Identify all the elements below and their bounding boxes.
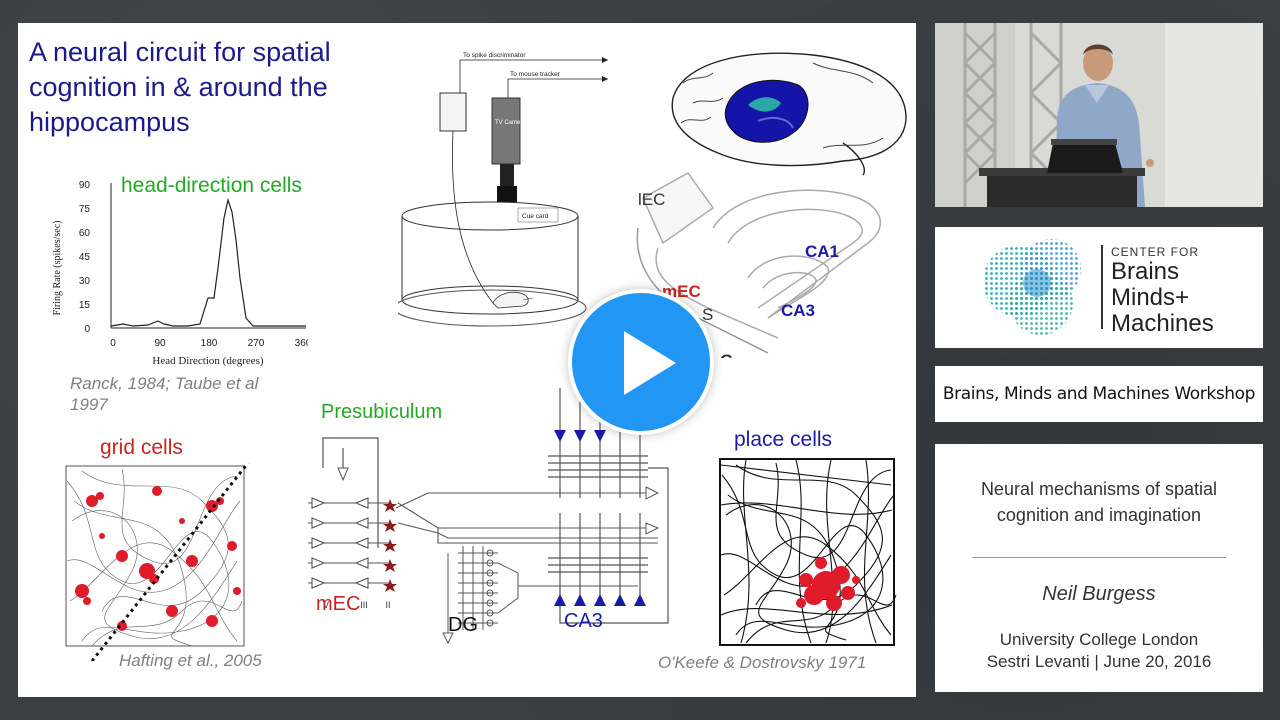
hd-xlabel: Head Direction (degrees) bbox=[152, 355, 264, 367]
cbmm-logo-panel: CENTER FOR Brains Minds+ Machines bbox=[935, 227, 1263, 348]
layer-label: II bbox=[385, 600, 390, 610]
citation-hafting: Hafting et al., 2005 bbox=[119, 651, 262, 670]
head-direction-label: head-direction cells bbox=[121, 174, 302, 197]
talk-title: Neural mechanisms of spatial cognition a… bbox=[935, 476, 1263, 528]
slide-title: A neural circuit for spatial cognition i… bbox=[29, 37, 331, 137]
hd-ytick: 60 bbox=[79, 228, 91, 239]
talk-title-line-1: Neural mechanisms of spatial bbox=[980, 479, 1218, 499]
brand-line-2: Brains bbox=[1111, 258, 1180, 285]
brand-line-4: Machines bbox=[1111, 310, 1214, 337]
presubiculum-label: Presubiculum bbox=[321, 401, 443, 423]
hd-ytick: 15 bbox=[79, 300, 91, 311]
head-direction-plot: Firing Rate (spikes/sec) 90 75 60 45 30 … bbox=[52, 180, 308, 367]
hd-ylabel: Firing Rate (spikes/sec) bbox=[52, 221, 63, 316]
ca1-label: CA1 bbox=[805, 242, 839, 261]
mouse-tracker-label: To mouse tracker bbox=[510, 71, 561, 78]
subiculum-label: S bbox=[702, 305, 713, 324]
brain-illustration bbox=[671, 52, 907, 176]
affiliation: University College London Sestri Levanti… bbox=[935, 629, 1263, 673]
hd-ytick: 30 bbox=[79, 276, 91, 287]
layer-label: V bbox=[323, 600, 329, 610]
spike-discriminator-label: To spike discriminator bbox=[463, 52, 526, 59]
hd-xtick: 0 bbox=[110, 338, 116, 349]
ca3-label: CA3 bbox=[781, 301, 815, 320]
affiliation-line-1: University College London bbox=[999, 630, 1199, 649]
hd-ytick: 0 bbox=[84, 324, 90, 335]
grid-cells-map bbox=[65, 462, 250, 661]
cue-card-label: Cue card bbox=[522, 213, 549, 220]
cbmm-logo-icon bbox=[983, 239, 1081, 335]
citation-okeefe: O'Keefe & Dostrovsky 1971 bbox=[658, 653, 867, 672]
hd-xtick: 360 bbox=[295, 338, 308, 349]
circuit-mec-label: mEC bbox=[316, 593, 361, 615]
hd-ytick: 45 bbox=[79, 252, 91, 263]
dg-short-label: G bbox=[720, 351, 733, 358]
tv-camera-label: TV Camera bbox=[495, 120, 526, 126]
workshop-panel: Brains, Minds and Machines Workshop bbox=[935, 366, 1263, 422]
grid-cells-label: grid cells bbox=[100, 436, 183, 459]
circuit-dg-label: DG bbox=[448, 614, 478, 636]
play-button[interactable] bbox=[568, 289, 714, 435]
brand-line-1: CENTER FOR bbox=[1111, 245, 1199, 259]
speaker-video bbox=[935, 23, 1263, 207]
circuit-ca3-label: CA3 bbox=[564, 610, 603, 632]
hippocampus-schematic: lEC mEC S CA1 CA3 G bbox=[636, 172, 882, 358]
lec-label: lEC bbox=[638, 190, 665, 209]
info-divider bbox=[972, 557, 1226, 558]
recording-apparatus: To spike discriminator To mouse tracker … bbox=[398, 52, 608, 327]
circuit-diagram: V III II bbox=[308, 388, 669, 645]
workshop-title: Brains, Minds and Machines Workshop bbox=[942, 384, 1256, 404]
place-cells-map bbox=[719, 458, 897, 646]
layer-label: III bbox=[360, 600, 368, 610]
talk-title-line-2: cognition and imagination bbox=[996, 505, 1202, 525]
cbmm-logo-text: CENTER FOR Brains Minds+ Machines bbox=[1111, 245, 1214, 337]
hd-ytick: 75 bbox=[79, 204, 91, 215]
speaker-name: Neil Burgess bbox=[1042, 583, 1156, 605]
hd-ytick: 90 bbox=[79, 180, 91, 191]
talk-info-panel: Neural mechanisms of spatial cognition a… bbox=[935, 444, 1263, 692]
citation-ranck: Ranck, 1984; Taube et al 1997 bbox=[70, 374, 259, 414]
hd-xtick: 90 bbox=[154, 338, 166, 349]
brand-line-3: Minds+ bbox=[1111, 284, 1190, 311]
affiliation-line-2: Sestri Levanti | June 20, 2016 bbox=[986, 652, 1212, 671]
hd-xtick: 180 bbox=[201, 338, 218, 349]
place-cells-label: place cells bbox=[734, 428, 833, 451]
hd-xtick: 270 bbox=[248, 338, 265, 349]
logo-divider bbox=[1101, 245, 1103, 329]
slide: A neural circuit for spatial cognition i… bbox=[18, 23, 916, 697]
